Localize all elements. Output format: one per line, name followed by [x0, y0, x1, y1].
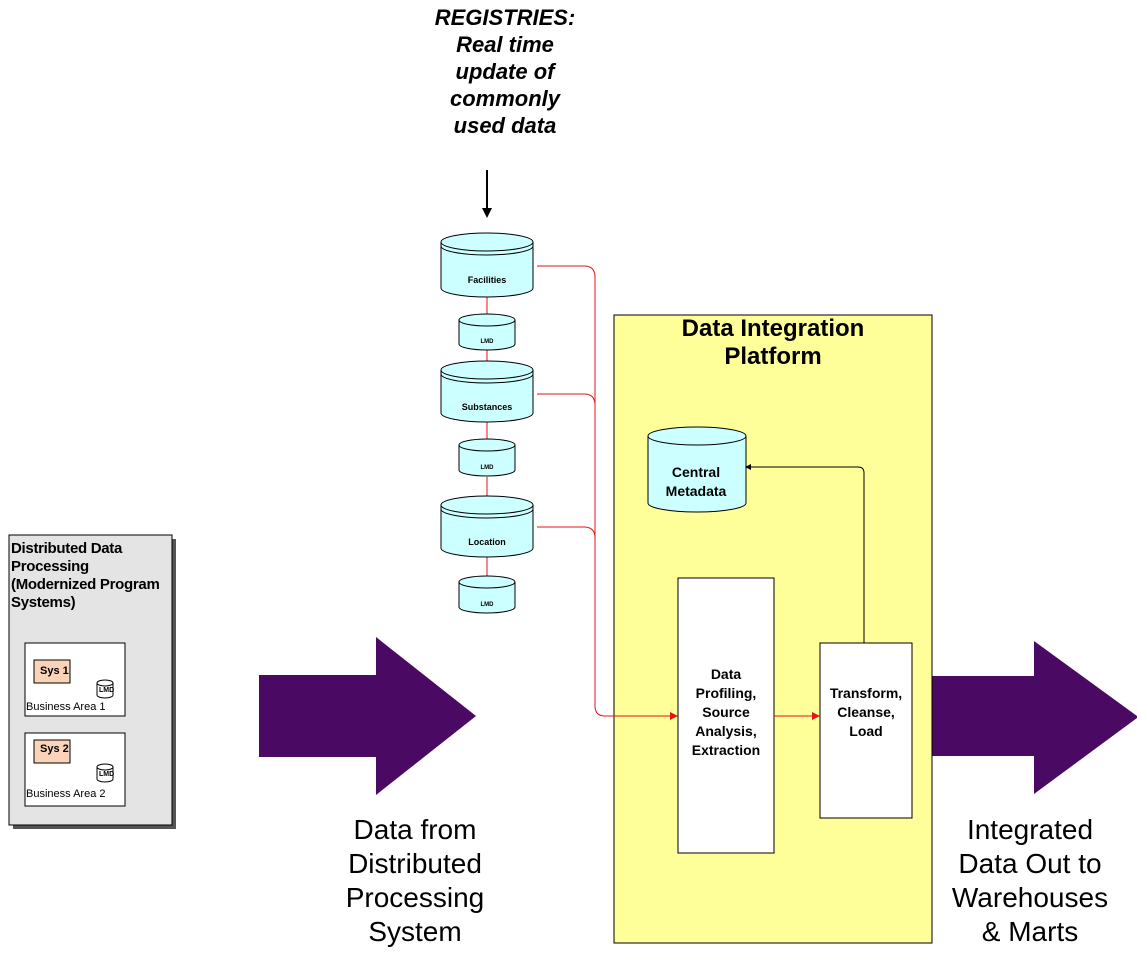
business-area-2	[24, 732, 126, 807]
transform-box	[819, 642, 913, 819]
registry-connectors	[486, 265, 678, 720]
output-arrow-label: Integrated Data Out to Warehouses & Mart…	[951, 814, 1109, 947]
sys-2-label: Sys 2	[40, 743, 69, 755]
db-substances: Substances	[440, 360, 534, 423]
lmd-2: LMD	[458, 438, 516, 477]
db-location: Location	[440, 495, 534, 558]
lmd-sys-2-label: LMD	[99, 771, 115, 778]
lmd-2-label: LMD	[481, 465, 495, 471]
metadata-connector	[745, 464, 865, 643]
central-metadata-db	[647, 426, 747, 513]
output-arrow	[930, 641, 1137, 794]
db-location-label: Location	[468, 537, 506, 547]
platform-title: Data Integration Platform	[681, 315, 865, 370]
registries-title: REGISTRIES: Real time update of commonly…	[434, 5, 576, 138]
lmd-3-label: LMD	[481, 602, 495, 608]
input-arrow	[259, 637, 476, 795]
db-substances-label: Substances	[462, 402, 513, 412]
central-metadata-label: Central Metadata	[665, 464, 727, 499]
distributed-title: Distributed Data Processing (Modernized …	[11, 540, 160, 611]
db-facilities-label: Facilities	[468, 275, 507, 285]
db-facilities: Facilities	[440, 232, 534, 298]
transform-label: Transform, Cleanse, Load	[829, 685, 903, 739]
business-area-1	[24, 642, 126, 717]
profiling-label: Data Profiling, Source Analysis, Extract…	[691, 666, 761, 758]
lmd-1: LMD	[458, 313, 516, 351]
business-area-1-labels: Sys 1 LMD Business Area 1	[25, 643, 125, 716]
business-area-2-label: Business Area 2	[26, 788, 106, 800]
business-area-1-label: Business Area 1	[26, 701, 106, 713]
business-area-2-labels: Sys 2 LMD Business Area 2	[25, 733, 125, 806]
lmd-sys-1-label: LMD	[99, 687, 115, 694]
lmd-3: LMD	[458, 575, 516, 614]
input-arrow-label: Data from Distributed Processing System	[345, 814, 485, 947]
sys-1-label: Sys 1	[40, 665, 69, 677]
lmd-1-label: LMD	[481, 339, 495, 345]
profiling-box	[677, 577, 775, 854]
